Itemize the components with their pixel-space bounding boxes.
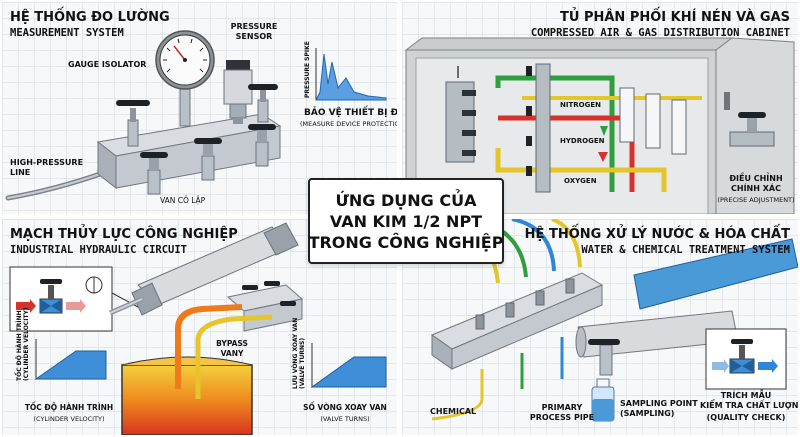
hydraulic-title-en: INDUSTRIAL HYDRAULIC CIRCUIT <box>10 244 188 256</box>
bypass-valve-label: BYPASS VANY <box>216 339 248 358</box>
hydrogen-label: HYDROGEN <box>560 137 605 145</box>
quality-check-label-en: (QUALITY CHECK) <box>706 413 786 422</box>
pressure-spike-chart <box>315 48 387 101</box>
panel-distribution-cabinet: TỦ PHÂN PHỐI KHÍ NÉN VÀ GAS COMPRESSED A… <box>402 2 798 214</box>
flowmeter-icon <box>619 87 687 155</box>
center-title-line-3: TRONG CÔNG NGHIỆP <box>308 232 504 252</box>
precise-adjustment-valve-icon <box>729 112 775 147</box>
isolation-valve-label: VAN CÔ LẬP <box>160 196 206 205</box>
pressure-sensor-icon <box>223 60 253 124</box>
water-title-vi: HỆ THỐNG XỬ LÝ NƯỚC & HÓA CHẤT <box>524 227 790 242</box>
hydraulic-illustration <box>9 222 387 435</box>
pressure-sensor-label: PRESSURE SENSOR <box>230 22 278 41</box>
precise-adjustment-label-en: (PRECISE ADJUSTMENT) <box>717 196 795 204</box>
high-pressure-line-label: HIGH-PRESSURE LINE <box>10 158 84 177</box>
nitrogen-label: NITROGEN <box>560 101 601 109</box>
panel-measurement-system: HỆ THỐNG ĐO LƯỜNG MEASUREMENT SYSTEM GAU… <box>2 2 397 214</box>
sampling-point-label: SAMPLING POINT (SAMPLING) <box>620 399 698 418</box>
quality-check-valve-icon <box>712 339 778 374</box>
top-needle-valve-icon <box>248 84 278 123</box>
measurement-illustration <box>5 30 387 201</box>
panel-water-chemical-treatment: HỆ THỐNG XỬ LÝ NƯỚC & HÓA CHẤT WATER & C… <box>402 219 798 435</box>
water-illustration <box>430 219 798 422</box>
hydraulic-title-vi: MẠCH THỦY LỰC CÔNG NGHIỆP <box>10 227 238 242</box>
manifold-needle-valve-icon <box>475 278 575 330</box>
cylinder-velocity-label-en: (CYLINDER VELOCITY) <box>33 415 105 423</box>
center-title-line-2: VAN KIM 1/2 NPT <box>329 211 483 231</box>
valve-turns-axis-label: LƯU VÒNG XOAY VAN (VALVE TURNS) <box>292 317 306 389</box>
flow-arrow-icon <box>600 126 608 136</box>
valve-turns-chart <box>310 343 387 388</box>
isolation-valve-icon <box>140 124 276 195</box>
quality-check-label-vi: TRÍCH MẪU KIỂM TRA CHẤT LƯỢNG <box>700 391 798 410</box>
hydraulic-cylinder-icon <box>108 222 299 316</box>
center-title-box: ỨNG DỤNG CỦA VAN KIM 1/2 NPT TRONG CÔNG … <box>308 178 504 264</box>
measurement-title-en: MEASUREMENT SYSTEM <box>10 27 124 39</box>
cylinder-velocity-label-vi: TỐC ĐỘ HÀNH TRÌNH <box>24 403 114 412</box>
nitrogen-line <box>495 75 615 192</box>
precise-adjustment-label-vi: ĐIỀU CHỈNH CHÍNH XÁC <box>729 174 783 193</box>
gauge-isolator-label: GAUGE ISOLATOR <box>68 60 147 69</box>
pressure-spike-axis-label: PRESSURE SPIKE <box>304 41 311 98</box>
measurement-title-vi: HỆ THỐNG ĐO LƯỜNG <box>10 10 170 25</box>
cabinet-title-en: COMPRESSED AIR & GAS DISTRIBUTION CABINE… <box>530 27 790 39</box>
pressure-gauge-icon <box>155 30 215 90</box>
gauge-isolator-valve-icon <box>116 100 150 147</box>
device-protection-label-vi: BẢO VỆ THIẾT BỊ ĐO <box>304 108 397 118</box>
water-title-en: WATER & CHEMICAL TREATMENT SYSTEM <box>581 244 790 256</box>
valve-turns-label-vi: SỐ VÒNG XOAY VAN <box>303 403 387 412</box>
oxygen-line <box>495 148 667 192</box>
cylinder-velocity-chart <box>34 339 107 380</box>
oxygen-label: OXYGEN <box>564 177 597 185</box>
velocity-axis-label: TỐC ĐỘ HÀNH TRÌNH (CYLINDER VELOCITY) <box>16 307 30 381</box>
cabinet-title-vi: TỦ PHÂN PHỐI KHÍ NÉN VÀ GAS <box>560 10 790 25</box>
sampling-valve-icon <box>588 339 620 376</box>
primary-process-pipe-label: PRIMARY PROCESS PIPE <box>529 403 595 422</box>
chemical-label: CHEMICAL <box>430 407 477 416</box>
center-title-line-1: ỨNG DỤNG CỦA <box>335 190 477 210</box>
cabinet-illustration <box>404 37 795 214</box>
valve-turns-label-en: (VALVE TURNS) <box>320 415 370 423</box>
sample-bottle-icon <box>591 378 615 422</box>
valve-schematic-icon <box>16 276 103 314</box>
device-protection-label-en: (MEASURE DEVICE PROTECTION) <box>300 120 397 128</box>
